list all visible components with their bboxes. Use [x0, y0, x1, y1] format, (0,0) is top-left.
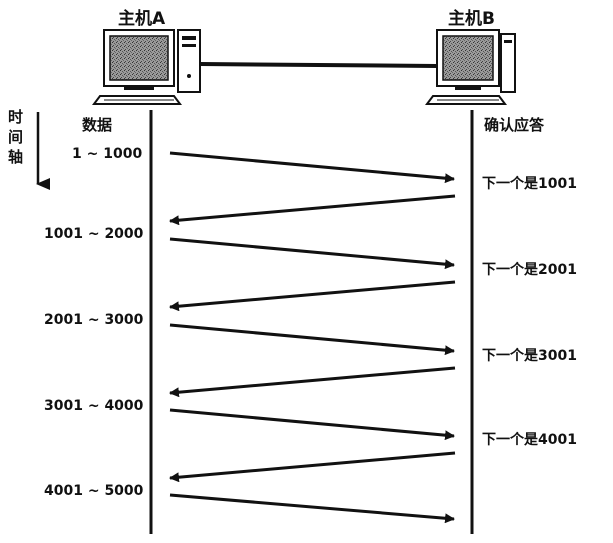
host-a-label: 主机A — [118, 8, 166, 29]
network-cable — [199, 62, 438, 68]
data-arrow — [169, 151, 455, 184]
segment-label: 1001 ~ 2000 — [44, 226, 144, 242]
ack-label: 下一个是4001 — [482, 431, 577, 448]
ack-label: 下一个是1001 — [482, 175, 577, 192]
time-axis-char: 间 — [8, 128, 23, 146]
segment-label: 3001 ~ 4000 — [44, 398, 144, 414]
time-axis-char: 时 — [8, 108, 23, 126]
host-b-label: 主机B — [448, 8, 495, 29]
segment-label: 1 ~ 1000 — [72, 146, 142, 162]
data-column-label: 数据 — [82, 116, 112, 134]
time-axis-char: 轴 — [8, 148, 23, 166]
ack-arrow — [169, 194, 456, 226]
data-arrow — [169, 237, 455, 270]
ack-label: 下一个是3001 — [482, 347, 577, 364]
computer-icon — [425, 29, 516, 105]
data-arrow — [169, 323, 455, 356]
data-arrow — [169, 408, 455, 441]
ack-arrow — [169, 280, 456, 312]
ack-column-label: 确认应答 — [484, 116, 545, 134]
ack-arrow — [169, 366, 456, 398]
ack-label: 下一个是2001 — [482, 261, 577, 278]
data-arrow — [169, 493, 455, 524]
segment-label: 4001 ~ 5000 — [44, 483, 144, 499]
segment-label: 2001 ~ 3000 — [44, 312, 144, 328]
computer-icon — [92, 29, 201, 105]
ack-arrow — [169, 451, 456, 483]
